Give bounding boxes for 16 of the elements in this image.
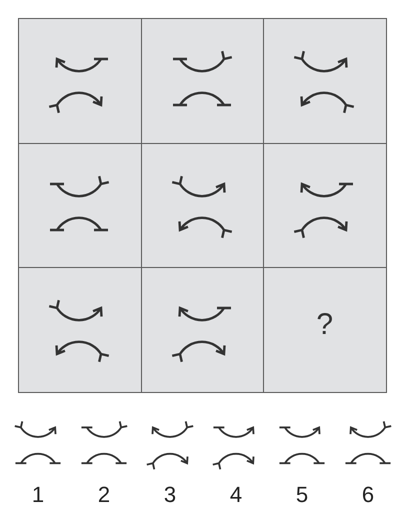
- grid-cell: [18, 18, 142, 144]
- grid-cell: [18, 267, 142, 394]
- grid-cell: [140, 18, 264, 144]
- question-mark: ?: [316, 308, 334, 342]
- grid-cell: [263, 267, 386, 394]
- grid-cell: [140, 267, 264, 394]
- option-number: 5: [296, 482, 308, 508]
- option-number: 2: [98, 482, 110, 508]
- grid-cell: [263, 18, 386, 144]
- grid-cell: [263, 142, 386, 268]
- grid-cell: [140, 142, 264, 268]
- option-number: 1: [32, 482, 44, 508]
- option-number: 6: [362, 482, 374, 508]
- grid-cell: [18, 142, 142, 268]
- option-number: 3: [164, 482, 176, 508]
- option-number: 4: [230, 482, 242, 508]
